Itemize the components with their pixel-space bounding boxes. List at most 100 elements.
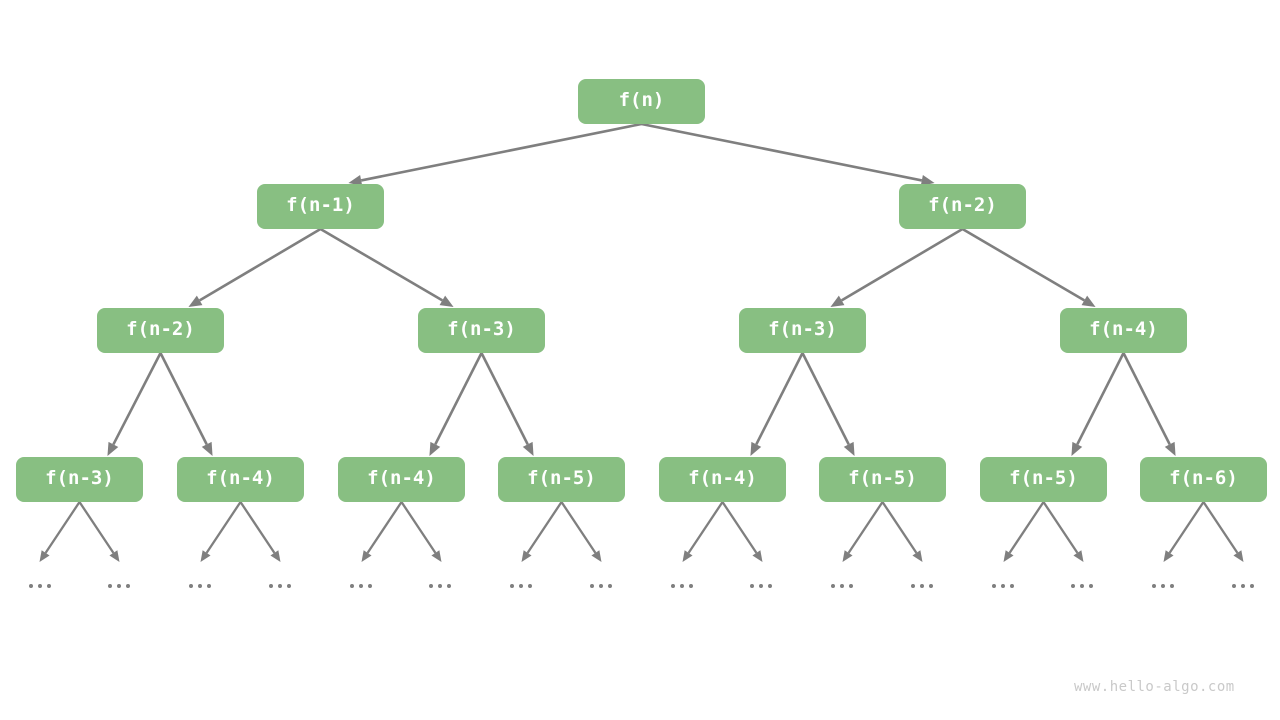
tree-edge-arrowhead: [107, 441, 119, 456]
ellipsis-dot: [359, 584, 363, 588]
leaf-stub-line: [205, 501, 242, 554]
ellipsis-marker: [420, 579, 460, 593]
ellipsis-dot: [1161, 584, 1165, 588]
ellipsis-dot: [126, 584, 130, 588]
ellipsis-dot: [198, 584, 202, 588]
leaf-stub-line: [560, 501, 597, 554]
tree-edge-line: [755, 352, 804, 445]
ellipsis-dot: [429, 584, 433, 588]
ellipsis-dot: [278, 584, 282, 588]
ellipsis-dot: [1010, 584, 1014, 588]
tree-edge-line: [801, 352, 850, 445]
ellipsis-marker: [581, 579, 621, 593]
ellipsis-dot: [1232, 584, 1236, 588]
ellipsis-dot: [671, 584, 675, 588]
leaf-stub-arrowhead: [842, 550, 853, 562]
tree-node: f(n-3): [418, 308, 545, 353]
tree-node-label: f(n-2): [928, 194, 997, 216]
ellipsis-dot: [519, 584, 523, 588]
leaf-stub-line: [366, 501, 403, 554]
ellipsis-dot: [840, 584, 844, 588]
leaf-stub-arrowhead: [200, 550, 211, 562]
tree-edge-line: [1076, 352, 1125, 445]
ellipsis-dot: [189, 584, 193, 588]
ellipsis-marker: [662, 579, 702, 593]
leaf-stub-line: [44, 501, 81, 554]
ellipsis-marker: [20, 579, 60, 593]
tree-edge-arrowhead: [522, 441, 534, 456]
leaf-stub-arrowhead: [109, 550, 120, 562]
ellipsis-marker: [341, 579, 381, 593]
leaf-stub-arrowhead: [1233, 550, 1244, 562]
tree-edge-line: [198, 227, 322, 302]
ellipsis-dot: [1001, 584, 1005, 588]
tree-node-label: f(n-5): [1009, 467, 1078, 489]
tree-node: f(n-5): [498, 457, 625, 502]
leaf-stub-line: [847, 501, 884, 554]
tree-node-label: f(n-5): [527, 467, 596, 489]
ellipsis-dot: [108, 584, 112, 588]
tree-edge-arrowhead: [429, 441, 441, 456]
ellipsis-dot: [38, 584, 42, 588]
leaf-stub-arrowhead: [361, 550, 372, 562]
ellipsis-dot: [992, 584, 996, 588]
ellipsis-dot: [510, 584, 514, 588]
ellipsis-dot: [350, 584, 354, 588]
leaf-stub-arrowhead: [431, 550, 442, 562]
ellipsis-dot: [287, 584, 291, 588]
leaf-stub-line: [721, 501, 758, 554]
ellipsis-dot: [1241, 584, 1245, 588]
ellipsis-dot: [1250, 584, 1254, 588]
ellipsis-marker: [1062, 579, 1102, 593]
ellipsis-dot: [117, 584, 121, 588]
ellipsis-dot: [929, 584, 933, 588]
leaf-stub-line: [78, 501, 115, 554]
ellipsis-dot: [768, 584, 772, 588]
leaf-stub-arrowhead: [912, 550, 923, 562]
tree-node-label: f(n-3): [447, 318, 516, 340]
ellipsis-marker: [180, 579, 220, 593]
leaf-stub-line: [526, 501, 563, 554]
tree-edge-arrowhead: [1164, 441, 1176, 456]
ellipsis-marker: [902, 579, 942, 593]
tree-node-label: f(n-4): [688, 467, 757, 489]
leaf-stub-arrowhead: [270, 550, 281, 562]
tree-edge-line: [1122, 352, 1171, 445]
tree-edge-line: [641, 122, 923, 182]
ellipsis-dot: [1170, 584, 1174, 588]
tree-edge-line: [319, 227, 444, 302]
leaf-stub-arrowhead: [39, 550, 50, 562]
ellipsis-marker: [983, 579, 1023, 593]
tree-node: f(n-4): [338, 457, 465, 502]
tree-node: f(n-5): [819, 457, 946, 502]
ellipsis-dot: [750, 584, 754, 588]
tree-node: f(n-4): [1060, 308, 1187, 353]
tree-edge-arrowhead: [439, 295, 454, 307]
tree-node: f(n-5): [980, 457, 1107, 502]
watermark: www.hello-algo.com: [1074, 679, 1235, 695]
tree-node-label: f(n): [618, 89, 665, 111]
ellipsis-marker: [1223, 579, 1263, 593]
leaf-stub-arrowhead: [1003, 550, 1014, 562]
leaf-stub-line: [400, 501, 437, 554]
leaf-stub-line: [1008, 501, 1045, 554]
ellipsis-dot: [47, 584, 51, 588]
tree-node-label: f(n-6): [1169, 467, 1238, 489]
tree-edge-arrowhead: [830, 295, 845, 307]
tree-node: f(n-4): [659, 457, 786, 502]
leaf-stub-arrowhead: [591, 550, 602, 562]
tree-node: f(n-4): [177, 457, 304, 502]
leaf-stub-arrowhead: [521, 550, 532, 562]
tree-node: f(n-2): [97, 308, 224, 353]
tree-edge-line: [360, 122, 642, 182]
tree-node: f(n-1): [257, 184, 384, 229]
ellipsis-dot: [207, 584, 211, 588]
ellipsis-dot: [911, 584, 915, 588]
tree-node-label: f(n-1): [286, 194, 355, 216]
ellipsis-dot: [689, 584, 693, 588]
ellipsis-marker: [501, 579, 541, 593]
ellipsis-dot: [1089, 584, 1093, 588]
leaf-stub-arrowhead: [682, 550, 693, 562]
ellipsis-dot: [29, 584, 33, 588]
